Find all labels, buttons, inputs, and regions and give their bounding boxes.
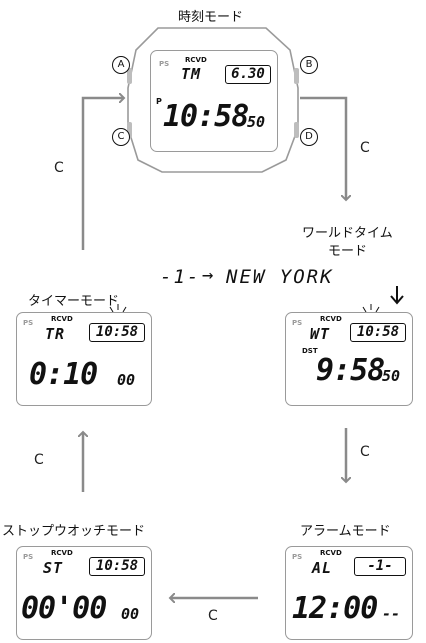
world-time-title-line2: モード [328, 244, 368, 259]
transition-label-st-tr: C [34, 452, 44, 468]
time-display: 9:58 [316, 353, 385, 388]
time-display: 12:00 [292, 591, 378, 626]
city-name: NEW YORK [226, 266, 334, 288]
mode-indicator: ST [43, 559, 64, 577]
pm-indicator: P [156, 97, 162, 106]
rcvd-indicator: RCVD [51, 315, 73, 323]
ps-indicator: PS [23, 319, 34, 327]
time-box: 10:58 [89, 323, 145, 342]
timer-title: タイマーモード [28, 294, 120, 309]
transition-label-al-st: C [208, 608, 218, 624]
alarm-display: PS RCVD AL -1- 12:00 -- [285, 546, 413, 640]
alarm-number-box: -1- [354, 557, 406, 576]
mode-indicator: WT [310, 325, 331, 343]
time-box: 10:58 [350, 323, 406, 342]
blink-mark-tr [109, 304, 127, 313]
ps-indicator: PS [23, 553, 34, 561]
button-a[interactable]: A [112, 56, 130, 74]
button-c[interactable]: C [112, 128, 130, 146]
button-d[interactable]: D [300, 128, 318, 146]
elapsed-display: 00'00 [21, 591, 107, 626]
timer-display: PS RCVD TR 10:58 0:10 00 [16, 312, 152, 406]
mode-indicator: TR [45, 325, 66, 343]
blink-mark-wt [362, 304, 380, 313]
time-display: 10:58 [163, 99, 249, 134]
world-time-display: PS RCVD WT 10:58 DST 9:58 50 [285, 312, 413, 406]
stopwatch-title: ストップウオッチモード [2, 524, 146, 539]
ps-indicator: PS [292, 319, 303, 327]
stopwatch-display: PS RCVD ST 10:58 00'00 00 [16, 546, 152, 640]
transition-label-wt-al: C [360, 444, 370, 460]
seconds-display: 50 [247, 113, 266, 131]
transition-label-tm-wt: C [360, 140, 370, 156]
button-b-nub [294, 68, 299, 84]
timekeeping-title: 時刻モード [178, 10, 244, 25]
countdown-display: 0:10 [29, 357, 98, 392]
alarm-title: アラームモード [300, 524, 391, 539]
rcvd-indicator: RCVD [320, 549, 342, 557]
timekeeping-display: PS RCVD TM 6.30 P 10:58 50 [150, 50, 278, 152]
dst-indicator: DST [302, 347, 318, 355]
ps-indicator: PS [292, 553, 303, 561]
button-d-nub [294, 122, 299, 138]
time-box: 10:58 [89, 557, 145, 576]
date-box: 6.30 [225, 65, 271, 84]
arrow-tr-to-tm [81, 98, 124, 250]
rcvd-indicator: RCVD [320, 315, 342, 323]
city-arrow: → [202, 264, 216, 286]
arrow-tm-to-wt [300, 96, 346, 200]
ps-indicator: PS [159, 60, 170, 68]
rcvd-indicator: RCVD [185, 56, 207, 64]
mode-indicator: AL [312, 559, 333, 577]
seconds-display: 50 [382, 367, 401, 385]
button-a-nub [127, 68, 132, 84]
transition-label-tr-tm: C [54, 160, 64, 176]
suffix-display: -- [382, 605, 401, 623]
mode-indicator: TM [181, 65, 202, 83]
rcvd-indicator: RCVD [51, 549, 73, 557]
hundredths-display: 00 [121, 605, 140, 623]
city-code: -1- [160, 266, 201, 288]
seconds-display: 00 [117, 371, 136, 389]
button-b[interactable]: B [300, 56, 318, 74]
world-time-title-line1: ワールドタイム [302, 226, 393, 241]
